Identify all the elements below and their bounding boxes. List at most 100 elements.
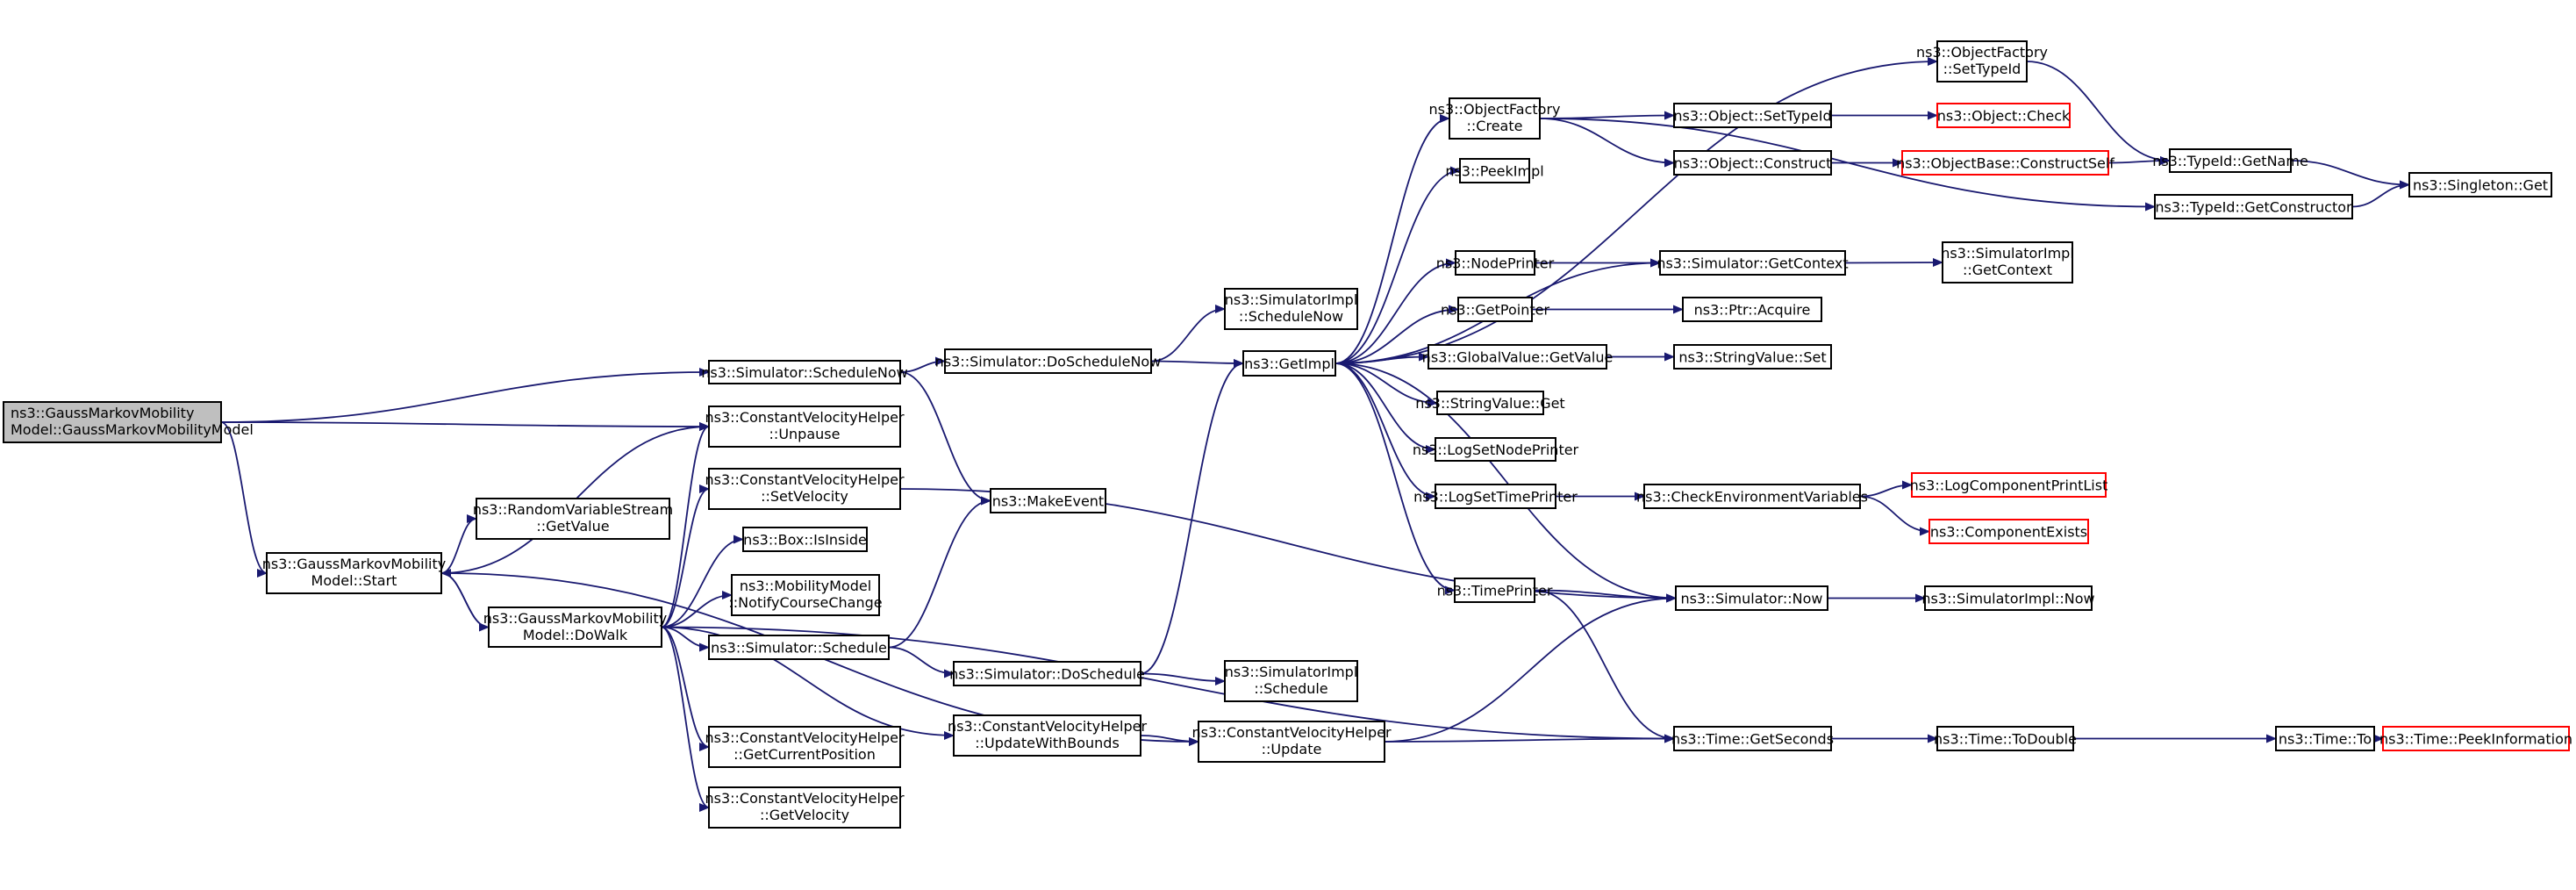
node-logsettime[interactable]: ns3::LogSetTimePrinter	[1413, 484, 1578, 509]
node-start[interactable]: ns3::GaussMarkovMobilityModel::Start	[262, 552, 446, 594]
node-cvh-setvel[interactable]: ns3::ConstantVelocityHelper::SetVelocity	[705, 468, 905, 510]
node-box[interactable]	[266, 552, 442, 594]
node-box[interactable]	[1901, 150, 2109, 176]
node-box[interactable]	[1911, 472, 2107, 498]
node-typeid-getctor[interactable]: ns3::TypeId::GetConstructor	[2154, 194, 2353, 219]
node-ob-constructself[interactable]: ns3::ObjectBase::ConstructSelf	[1896, 150, 2114, 176]
node-mm-notify[interactable]: ns3::MobilityModel::NotifyCourseChange	[728, 574, 883, 616]
node-box[interactable]	[708, 468, 901, 510]
node-box[interactable]	[1224, 660, 1358, 702]
node-box[interactable]	[1928, 519, 2089, 544]
node-cvh-updbounds[interactable]: ns3::ConstantVelocityHelper::UpdateWithB…	[948, 714, 1147, 757]
node-box[interactable]	[3, 401, 222, 443]
node-compexists[interactable]: ns3::ComponentExists	[1928, 519, 2089, 544]
node-box[interactable]	[2154, 194, 2353, 219]
node-box[interactable]	[708, 635, 890, 660]
node-sim-schedule[interactable]: ns3::Simulator::Schedule	[708, 635, 890, 660]
node-box[interactable]	[1428, 344, 1607, 370]
node-obj-settypeid[interactable]: ns3::Object::SetTypeId	[1673, 103, 1832, 128]
node-sim-getcontext[interactable]: ns3::Simulator::GetContext	[1657, 250, 1849, 276]
node-sv-get[interactable]: ns3::StringValue::Get	[1415, 391, 1565, 415]
node-gv-getvalue[interactable]: ns3::GlobalValue::GetValue	[1422, 344, 1614, 370]
node-sim-now[interactable]: ns3::Simulator::Now	[1675, 585, 1828, 611]
node-box[interactable]	[1198, 721, 1385, 763]
node-getpointer[interactable]: ns3::GetPointer	[1441, 297, 1550, 322]
node-box[interactable]	[1942, 241, 2073, 284]
node-time-peekinfo[interactable]: ns3::Time::PeekInformation	[2379, 726, 2572, 751]
node-getimpl[interactable]: ns3::GetImpl	[1242, 350, 1336, 377]
node-box[interactable]	[2382, 726, 2570, 751]
node-box[interactable]	[1643, 484, 1861, 509]
node-box[interactable]	[708, 786, 901, 829]
node-box[interactable]	[731, 574, 880, 616]
node-obj-check[interactable]: ns3::Object::Check	[1936, 103, 2071, 128]
node-cvh-getvel[interactable]: ns3::ConstantVelocityHelper::GetVelocity	[705, 786, 905, 829]
node-box[interactable]	[944, 348, 1152, 374]
node-box[interactable]	[1454, 578, 1535, 603]
node-typeid-getname[interactable]: ns3::TypeId::GetName	[2152, 148, 2308, 173]
node-box[interactable]	[1435, 484, 1556, 509]
node-box-isinside[interactable]: ns3::Box::IsInside	[742, 527, 868, 552]
node-box[interactable]	[1936, 40, 2028, 83]
node-box[interactable]	[1455, 250, 1535, 276]
node-box[interactable]	[1673, 344, 1832, 370]
node-box[interactable]	[1673, 726, 1832, 751]
node-box[interactable]	[1435, 437, 1556, 462]
node-obj-construct[interactable]: ns3::Object::Construct	[1673, 150, 1832, 176]
node-sim-dosched[interactable]: ns3::Simulator::DoSchedule	[949, 661, 1145, 686]
node-box[interactable]	[1675, 585, 1828, 611]
node-box[interactable]	[1449, 97, 1541, 140]
node-box[interactable]	[1436, 391, 1544, 415]
node-box[interactable]	[953, 714, 1141, 757]
node-cvh-update[interactable]: ns3::ConstantVelocityHelper::Update	[1191, 721, 1392, 763]
node-logcomplist[interactable]: ns3::LogComponentPrintList	[1910, 472, 2108, 498]
node-box[interactable]	[2408, 172, 2552, 197]
node-box[interactable]	[1224, 288, 1358, 330]
node-timeprinter[interactable]: ns3::TimePrinter	[1437, 578, 1553, 603]
node-singleton-get[interactable]: ns3::Singleton::Get	[2408, 172, 2552, 197]
node-box[interactable]	[1673, 103, 1832, 128]
node-box[interactable]	[1242, 350, 1336, 377]
node-sim-doschednow[interactable]: ns3::Simulator::DoScheduleNow	[935, 348, 1162, 374]
node-nodeprinter[interactable]: ns3::NodePrinter	[1436, 250, 1555, 276]
node-checkenv[interactable]: ns3::CheckEnvironmentVariables	[1636, 484, 1868, 509]
node-dowalk[interactable]: ns3::GaussMarkovMobilityModel::DoWalk	[483, 606, 667, 648]
node-cvh-getpos[interactable]: ns3::ConstantVelocityHelper::GetCurrentP…	[705, 726, 905, 768]
node-box[interactable]	[742, 527, 868, 552]
node-ptr-acquire[interactable]: ns3::Ptr::Acquire	[1682, 297, 1822, 322]
node-peekimpl[interactable]: ns3::PeekImpl	[1445, 158, 1544, 183]
node-box[interactable]	[1936, 103, 2071, 128]
node-box[interactable]	[708, 360, 901, 384]
node-box[interactable]	[1682, 297, 1822, 322]
node-box[interactable]	[953, 661, 1141, 686]
node-box[interactable]	[476, 498, 670, 540]
node-sv-set[interactable]: ns3::StringValue::Set	[1673, 344, 1832, 370]
node-rvs-getvalue[interactable]: ns3::RandomVariableStream::GetValue	[473, 498, 673, 540]
node-box[interactable]	[1673, 150, 1832, 176]
node-box[interactable]	[488, 606, 662, 648]
node-of-settypeid[interactable]: ns3::ObjectFactory::SetTypeId	[1916, 40, 2048, 83]
node-root[interactable]: ns3::GaussMarkovMobilityModel::GaussMark…	[3, 401, 254, 443]
node-box[interactable]	[1936, 726, 2074, 751]
node-box[interactable]	[2169, 148, 2292, 173]
node-box[interactable]	[1459, 158, 1530, 183]
node-time-todouble[interactable]: ns3::Time::ToDouble	[1934, 726, 2077, 751]
node-box[interactable]	[1457, 297, 1533, 322]
node-simimpl-sched[interactable]: ns3::SimulatorImpl::Schedule	[1224, 660, 1358, 702]
node-cvh-unpause[interactable]: ns3::ConstantVelocityHelper::Unpause	[705, 406, 905, 448]
node-box[interactable]	[1924, 585, 2093, 611]
node-box[interactable]	[708, 726, 901, 768]
node-logsetnode[interactable]: ns3::LogSetNodePrinter	[1413, 437, 1579, 462]
node-makeevent[interactable]: ns3::MakeEvent	[990, 488, 1106, 513]
node-box[interactable]	[708, 406, 901, 448]
node-simimpl-now[interactable]: ns3::SimulatorImpl::Now	[1921, 585, 2095, 611]
node-simimpl-schednow[interactable]: ns3::SimulatorImpl::ScheduleNow	[1224, 288, 1358, 330]
node-time-to[interactable]: ns3::Time::To	[2275, 726, 2375, 751]
node-box[interactable]	[2275, 726, 2375, 751]
node-sim-schednow[interactable]: ns3::Simulator::ScheduleNow	[701, 360, 908, 384]
node-of-create[interactable]: ns3::ObjectFactory::Create	[1429, 97, 1561, 140]
node-simimpl-getcontext[interactable]: ns3::SimulatorImpl::GetContext	[1941, 241, 2074, 284]
node-box[interactable]	[990, 488, 1106, 513]
node-box[interactable]	[1659, 250, 1846, 276]
node-time-getsec[interactable]: ns3::Time::GetSeconds	[1671, 726, 1834, 751]
